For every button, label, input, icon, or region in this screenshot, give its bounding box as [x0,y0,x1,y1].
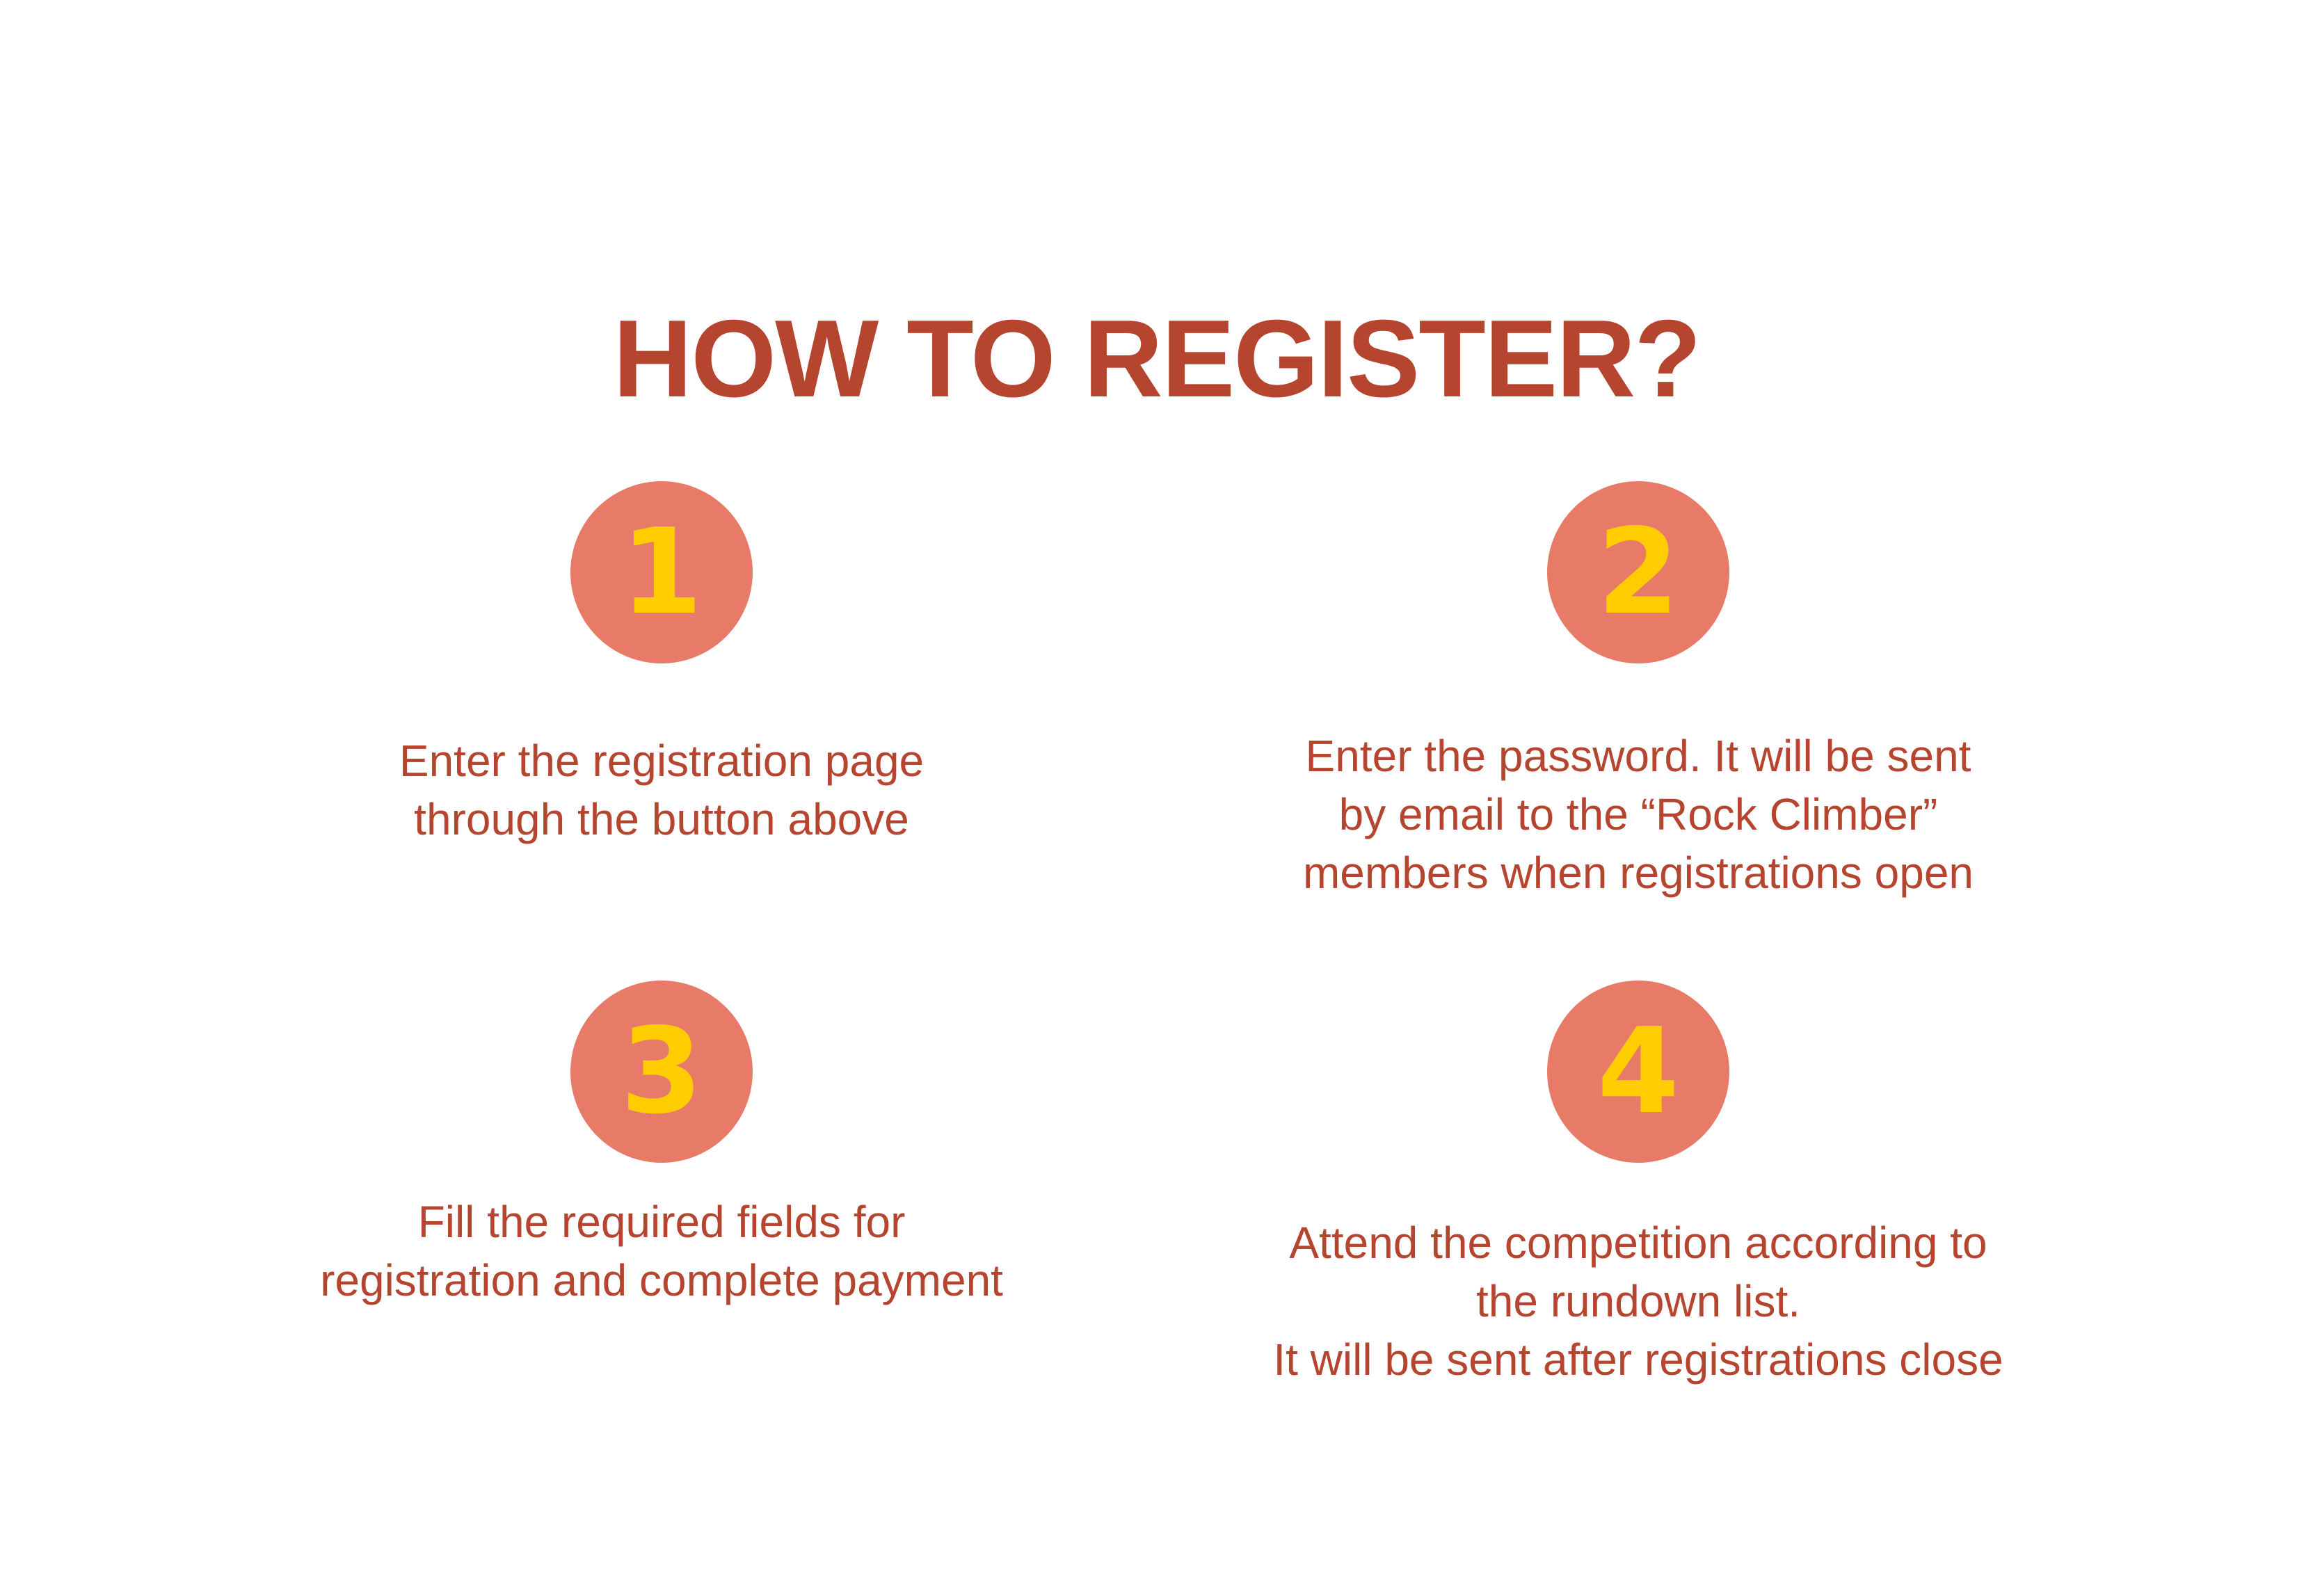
step-2-badge: 2 [1547,481,1729,663]
step-1-description: Enter the registration page through the … [399,736,925,844]
step-3-description: Fill the required fields for registratio… [320,1197,1003,1305]
step-4-number: 4 [1596,1003,1680,1140]
step-4-description: Attend the competition according to the … [1273,1218,2003,1385]
step-2-description: Enter the password. It will be sent by e… [1302,731,1974,898]
step-1-number: 1 [620,503,703,641]
step-3-badge: 3 [570,981,753,1163]
step-3-number: 3 [620,1003,703,1140]
step-1-badge: 1 [570,481,753,663]
step-4-badge: 4 [1547,981,1729,1163]
step-2-number: 2 [1596,503,1680,641]
page-title: HOW TO REGISTER? [613,297,1702,420]
